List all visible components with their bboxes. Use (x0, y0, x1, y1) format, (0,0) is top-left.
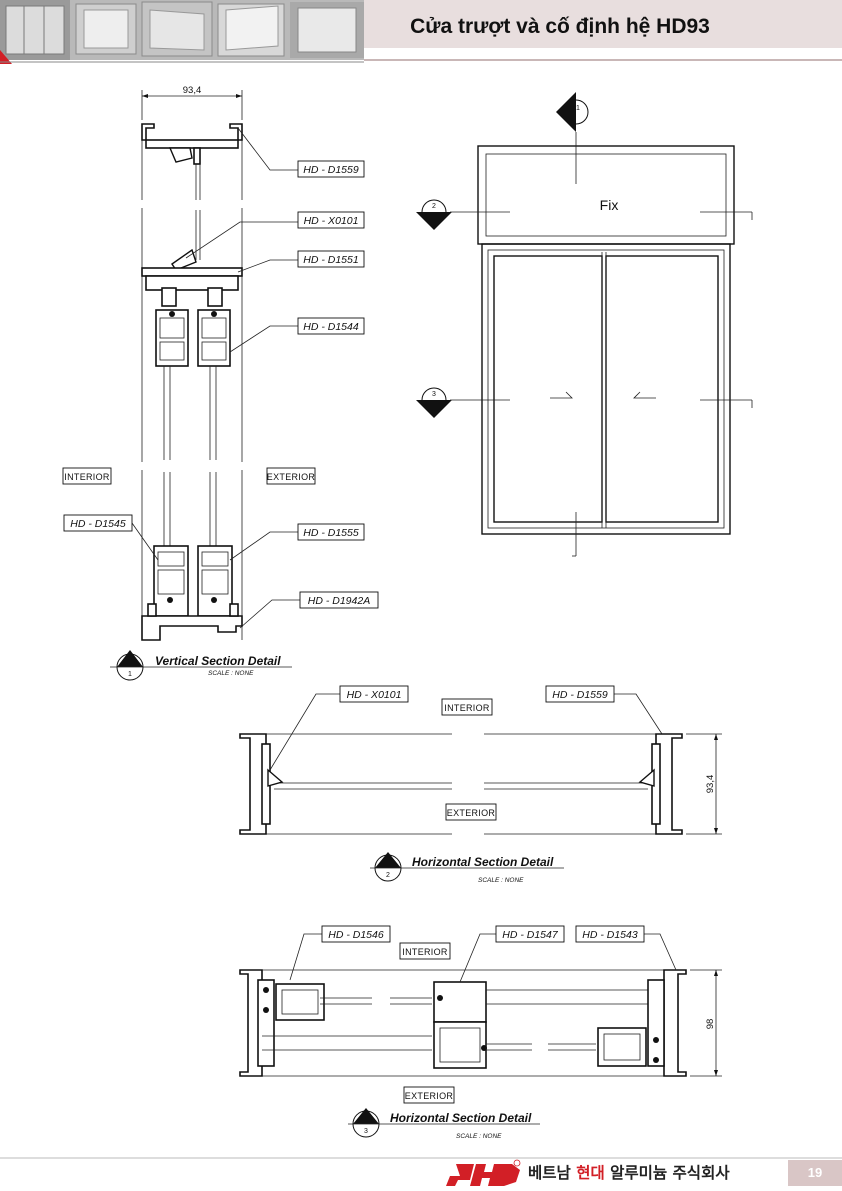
h3-marker: 3 (364, 1128, 368, 1135)
fix-label: Fix (600, 197, 619, 213)
header-banner (0, 0, 842, 64)
brand-name: 베트남 현대 알루미늄 주식회사 (528, 1160, 768, 1186)
h2-title: Horizontal Section Detail (412, 855, 554, 869)
label-hd-d1559: HD - D1559 (303, 164, 359, 176)
brand-highlight: 현대 (576, 1164, 605, 1182)
h3-scale: SCALE : NONE (456, 1133, 502, 1140)
label-h3-hd-d1543: HD - D1543 (582, 929, 638, 941)
footer-band (0, 1157, 842, 1186)
horizontal-2-dimension: 93,4 (705, 775, 716, 794)
vertical-section-marker: 1 (128, 671, 132, 678)
vertical-section-scale: SCALE : NONE (208, 670, 254, 677)
vertical-section-detail: 93,4 (62, 85, 379, 681)
elevation-marker-2: 2 (432, 203, 436, 210)
brand-pre: 베트남 (528, 1164, 577, 1182)
label-hd-x0101: HD - X0101 (304, 215, 359, 227)
vertical-dimension: 93,4 (183, 85, 202, 96)
h3-title: Horizontal Section Detail (390, 1111, 532, 1125)
label-h3-hd-d1546: HD - D1546 (328, 929, 384, 941)
h2-interior-tag: INTERIOR (444, 703, 490, 713)
label-hd-d1545: HD - D1545 (70, 518, 126, 530)
h2-marker: 2 (386, 872, 390, 879)
label-h2-hd-x0101: HD - X0101 (347, 689, 402, 701)
exterior-tag: EXTERIOR (267, 472, 316, 482)
label-h3-hd-d1547: HD - D1547 (502, 929, 559, 941)
label-h2-hd-d1559: HD - D1559 (552, 689, 608, 701)
page-number: 19 (807, 1165, 823, 1180)
h2-scale: SCALE : NONE (478, 877, 524, 884)
label-hd-d1551: HD - D1551 (303, 254, 358, 266)
h3-interior-tag: INTERIOR (402, 947, 448, 957)
horizontal-section-detail-2: 93,4 HD - X0101 HD - D1559 INTERIOR EXTE… (239, 685, 722, 884)
label-hd-d1555: HD - D1555 (303, 527, 359, 539)
jhd-logo (446, 1159, 521, 1186)
interior-tag: INTERIOR (64, 472, 110, 482)
vertical-section-title: Vertical Section Detail (155, 654, 281, 668)
elevation-marker-3: 3 (432, 391, 436, 398)
page-title: Cửa trượt và cố định hệ HD93 (410, 15, 710, 38)
horizontal-3-dimension: 98 (705, 1019, 716, 1030)
horizontal-section-detail-3: 98 HD - D1546 HD - D1547 HD - D1543 INTE… (239, 925, 722, 1140)
window-elevation: Fix 1 2 3 (416, 92, 753, 557)
label-hd-d1544: HD - D1544 (303, 321, 359, 333)
header-photo-strip (0, 0, 364, 60)
label-hd-d1942a: HD - D1942A (308, 595, 370, 607)
h2-exterior-tag: EXTERIOR (447, 808, 496, 818)
elevation-marker-1: 1 (576, 105, 580, 112)
h3-exterior-tag: EXTERIOR (405, 1091, 454, 1101)
brand-post: 알루미늄 주식회사 (604, 1164, 730, 1182)
